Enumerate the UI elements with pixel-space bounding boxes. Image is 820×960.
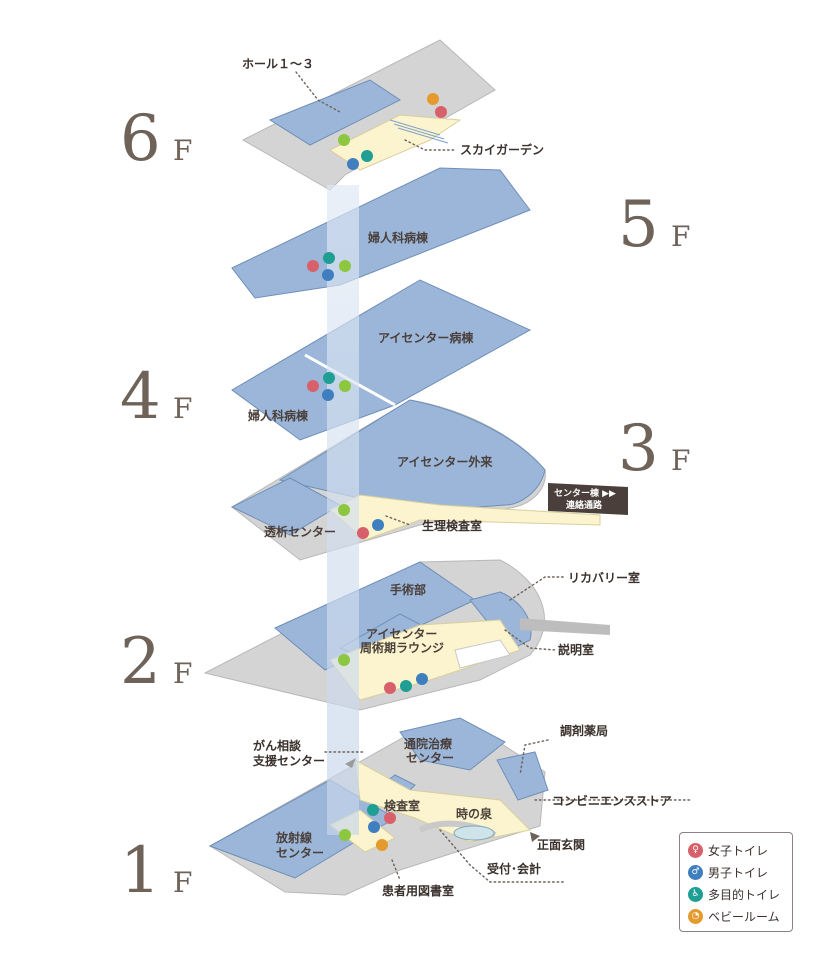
- legend-row-female: ♀ 女子トイレ: [688, 839, 792, 861]
- label-cancer-1: がん相談: [253, 738, 302, 753]
- multipurpose-toilet-icon: ♿: [688, 886, 703, 902]
- floor-suffix-3: F: [671, 444, 690, 477]
- male-toilet-icon: ♂: [688, 864, 703, 880]
- legend-label: 女子トイレ: [708, 843, 769, 858]
- legend: ♀ 女子トイレ ♂ 男子トイレ ♿ 多目的トイレ ◔ ベビールーム: [679, 832, 793, 932]
- label-outpatient-1: 通院治療: [404, 736, 452, 751]
- label-recovery: リカバリー室: [568, 570, 640, 585]
- floor-number-4: 4: [120, 360, 161, 434]
- label-fountain: 時の泉: [456, 806, 493, 821]
- label-hall: ホール１～３: [242, 57, 314, 71]
- label-gyn-ward-4f: 婦人科病棟: [247, 408, 309, 423]
- legend-label: ベビールーム: [708, 909, 780, 924]
- label-convenience: コンビニエンスストア: [552, 793, 672, 808]
- floor-number-1: 1: [120, 834, 161, 908]
- floor-number-5: 5: [618, 188, 659, 262]
- icon-group-4f: [307, 372, 351, 401]
- label-pharmacy: 調剤薬局: [560, 723, 608, 738]
- icon-group-2f: [338, 654, 428, 694]
- label-gyn-ward-5f: 婦人科病棟: [367, 230, 429, 245]
- label-physio-lab: 生理検査室: [422, 518, 482, 533]
- icon-group-3f: [338, 504, 384, 539]
- label-outpatient-2: センター: [406, 751, 454, 765]
- center-link-sign: センター棟 ▶▶ 連絡通路: [548, 483, 628, 515]
- legend-label: 多目的トイレ: [708, 887, 781, 902]
- icon-group-6f: [338, 93, 447, 170]
- floor-suffix-4: F: [173, 392, 192, 425]
- center-link-line1: センター棟 ▶▶: [554, 487, 616, 499]
- floor-suffix-6: F: [173, 134, 192, 167]
- label-eye-outpatient: アイセンター外来: [397, 454, 493, 469]
- label-eye-lounge-2: 周術期ラウンジ: [360, 640, 444, 655]
- floor-number-2: 2: [120, 625, 161, 699]
- label-main-entrance: 正面玄関: [537, 837, 585, 852]
- icon-group-1f: [339, 804, 396, 851]
- floor-number-3: 3: [618, 412, 659, 486]
- floor-suffix-2: F: [173, 657, 192, 690]
- floor-suffix-1: F: [173, 866, 192, 899]
- floor-number-6: 6: [120, 102, 161, 176]
- female-toilet-icon: ♀: [688, 842, 703, 858]
- label-explain-room: 説明室: [558, 642, 594, 657]
- center-link-line2: 連絡通路: [566, 499, 603, 511]
- label-radiation-1: 放射線: [275, 830, 312, 845]
- legend-row-male: ♂ 男子トイレ: [688, 861, 792, 883]
- label-surgery: 手術部: [390, 582, 426, 597]
- label-library: 患者用図書室: [382, 883, 454, 898]
- floor-2f-plan: [203, 559, 610, 711]
- label-exam-room: 検査室: [384, 798, 420, 813]
- legend-row-multipurpose: ♿ 多目的トイレ: [688, 883, 792, 905]
- label-radiation-2: センター: [276, 846, 324, 860]
- label-eye-lounge-1: アイセンター: [366, 627, 437, 641]
- label-dialysis: 透析センター: [264, 524, 336, 539]
- label-cancer-2: 支援センター: [252, 753, 325, 768]
- floor-suffix-5: F: [671, 220, 690, 253]
- baby-room-icon: ◔: [688, 908, 703, 924]
- legend-row-baby: ◔ ベビールーム: [688, 905, 792, 927]
- label-sky-garden: スカイガーデン: [460, 142, 544, 157]
- floor-5f-plan: [231, 167, 531, 299]
- legend-label: 男子トイレ: [708, 865, 769, 880]
- label-eye-ward: アイセンター病棟: [378, 330, 474, 345]
- label-reception: 受付･会計: [487, 861, 541, 876]
- icon-group-5f: [307, 252, 351, 281]
